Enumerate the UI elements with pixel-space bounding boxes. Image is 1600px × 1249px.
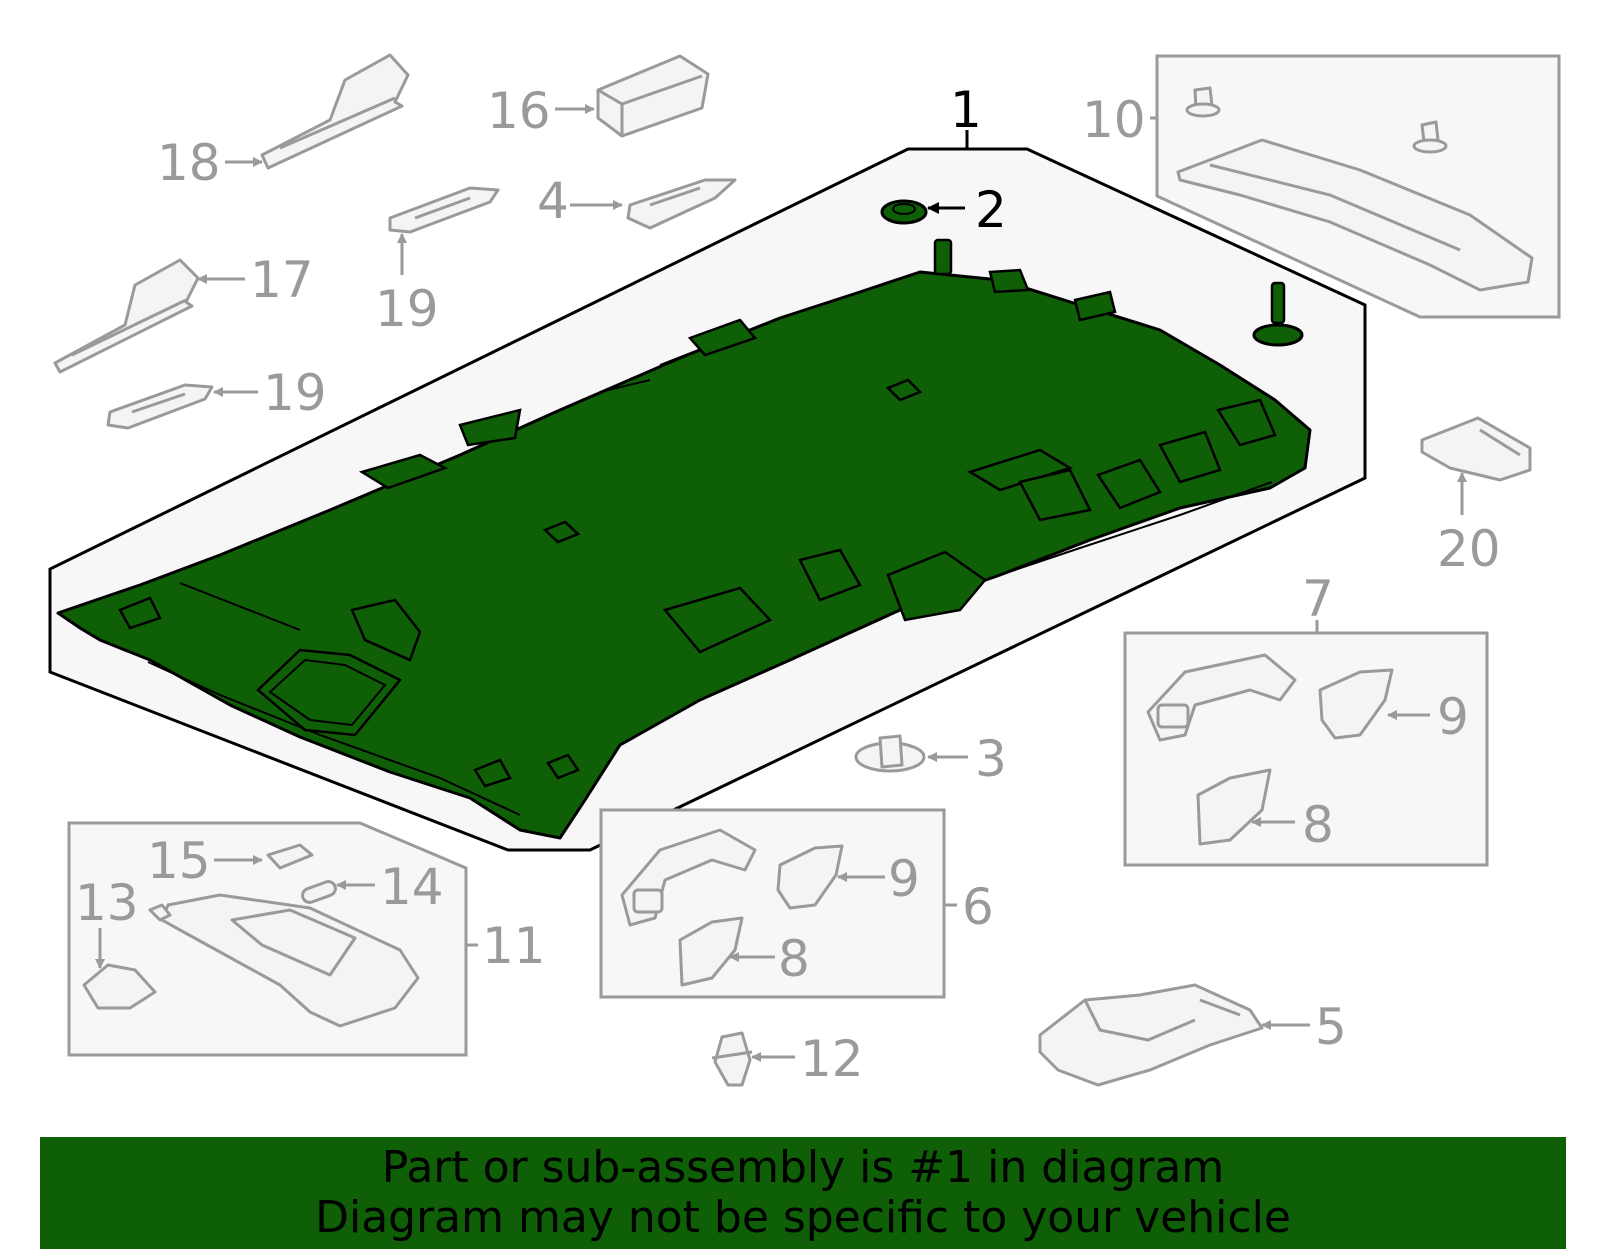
callout-10[interactable]: 10 [1082, 91, 1146, 149]
part-10-group-box[interactable] [1155, 54, 1561, 319]
callout-14[interactable]: 14 [380, 858, 444, 916]
part-4-courtesy-light[interactable] [626, 178, 737, 230]
callout-9-box7[interactable]: 9 [1437, 688, 1469, 746]
part-2-clip[interactable] [880, 199, 928, 225]
banner-line-1: Part or sub-assembly is #1 in diagram [381, 1142, 1225, 1193]
part-18-bracket[interactable] [260, 53, 410, 170]
callout-15[interactable]: 15 [147, 832, 211, 890]
callout-12[interactable]: 12 [800, 1030, 864, 1088]
part-19-lower-clip[interactable] [106, 383, 214, 430]
part-16-connector[interactable] [596, 54, 710, 138]
part-3-clip[interactable] [854, 734, 926, 773]
headliner-bolt[interactable] [1252, 281, 1304, 347]
callout-5[interactable]: 5 [1315, 998, 1347, 1056]
callout-8-box7[interactable]: 8 [1302, 796, 1334, 854]
info-banner: Part or sub-assembly is #1 in diagram Di… [40, 1137, 1566, 1249]
callout-1[interactable]: 1 [950, 81, 982, 139]
callout-6[interactable]: 6 [962, 878, 994, 936]
callout-2[interactable]: 2 [975, 181, 1007, 239]
callout-13[interactable]: 13 [75, 874, 139, 932]
callout-17[interactable]: 17 [250, 251, 314, 309]
callout-8-box6[interactable]: 8 [778, 930, 810, 988]
callout-20[interactable]: 20 [1437, 520, 1501, 578]
headliner-panel[interactable] [56, 238, 1312, 840]
part-20-connector[interactable] [1420, 416, 1532, 482]
callout-9-box6[interactable]: 9 [888, 850, 920, 908]
callout-19-lower[interactable]: 19 [263, 364, 327, 422]
callout-18[interactable]: 18 [157, 134, 221, 192]
part-17-bracket[interactable] [53, 258, 200, 374]
banner-line-2: Diagram may not be specific to your vehi… [315, 1192, 1291, 1243]
part-19-upper-clip[interactable] [388, 186, 500, 234]
callout-16[interactable]: 16 [487, 82, 551, 140]
callout-3[interactable]: 3 [975, 730, 1007, 788]
part-11-group-box[interactable] [67, 821, 468, 1057]
part-5-overhead-console[interactable] [1038, 983, 1264, 1087]
part-7-group-box[interactable] [1123, 631, 1489, 867]
callout-4[interactable]: 4 [537, 172, 569, 230]
callout-7[interactable]: 7 [1302, 570, 1334, 628]
callout-19-upper[interactable]: 19 [375, 280, 439, 338]
part-12-clip[interactable] [711, 1031, 753, 1087]
callout-11[interactable]: 11 [482, 917, 546, 975]
